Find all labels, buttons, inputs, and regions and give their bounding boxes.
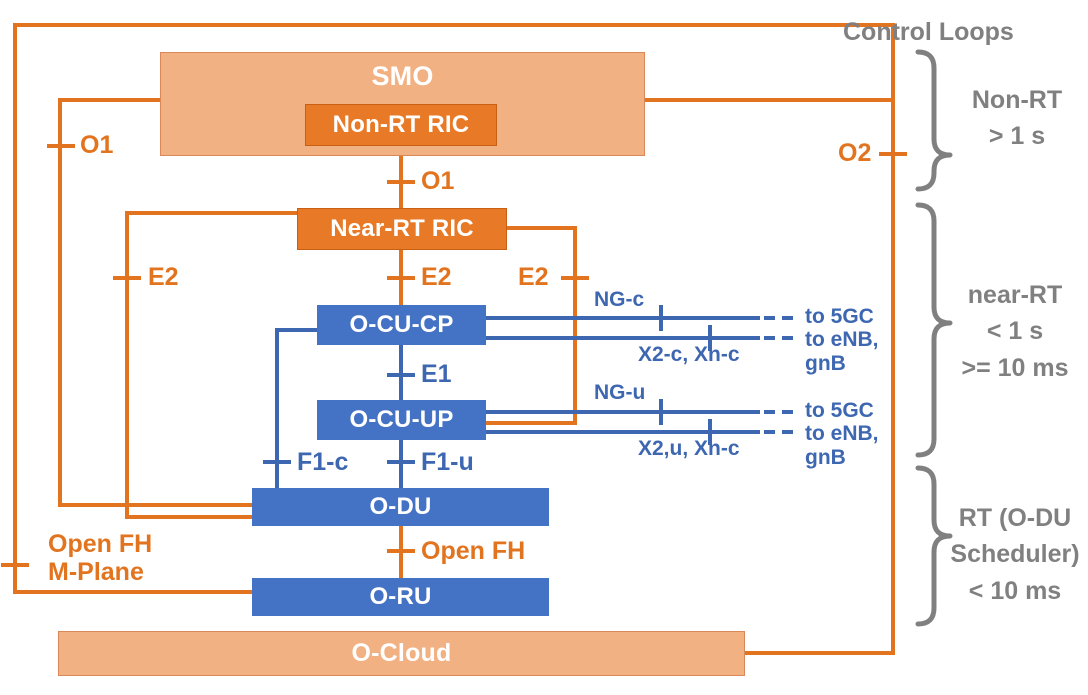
control-loop-rt-label: RT (O-DU Scheduler) < 10 ms (950, 504, 1080, 605)
node-o-cu-up[interactable]: O-CU-UP (317, 400, 486, 440)
interface-label-e2-right: E2 (518, 263, 549, 291)
node-o-cu-cp-label: O-CU-CP (349, 311, 454, 338)
interface-label-o2: O2 (838, 139, 872, 167)
node-o-cu-up-label: O-CU-UP (349, 406, 454, 433)
node-o-cu-cp[interactable]: O-CU-CP (317, 305, 486, 345)
interface-label-f1-c: F1-c (297, 448, 349, 476)
external-label-to-enb-gnb-up: to eNB, gnB (805, 422, 879, 469)
node-near-rt-ric[interactable]: Near-RT RIC (297, 208, 507, 250)
interface-label-open-fh: Open FH (421, 537, 526, 565)
node-near-rt-ric-label: Near-RT RIC (330, 215, 474, 242)
interface-label-e2-left: E2 (148, 263, 179, 291)
interface-label-o1-center: O1 (421, 167, 455, 195)
control-loops-heading: Control Loops (843, 18, 1014, 46)
interface-label-open-fh-m-plane: Open FH M-Plane (48, 530, 153, 586)
external-label-ng-u: NG-u (594, 381, 646, 404)
blue-connectors (263, 305, 760, 488)
node-smo-label: SMO (371, 61, 434, 91)
node-o-ru[interactable]: O-RU (252, 578, 549, 616)
node-o-du-label: O-DU (369, 493, 432, 520)
external-label-to-enb-gnb-cp: to eNB, gnB (805, 328, 879, 375)
external-label-ng-c: NG-c (594, 288, 645, 311)
node-o-cloud-label: O-Cloud (351, 639, 452, 667)
node-o-du[interactable]: O-DU (252, 488, 549, 526)
node-non-rt-ric[interactable]: Non-RT RIC (305, 104, 497, 146)
control-loop-braces (915, 49, 953, 627)
interface-label-e2-center: E2 (421, 263, 452, 291)
orange-connectors (1, 23, 907, 655)
external-label-x2c-xnc: X2-c, Xn-c (638, 343, 740, 366)
interface-label-o1-left: O1 (80, 131, 114, 159)
control-loop-near-rt-label: near-RT < 1 s >= 10 ms (961, 281, 1069, 382)
external-label-x2u-xnc: X2,u, Xn-c (638, 437, 740, 460)
interface-label-f1-u: F1-u (421, 448, 474, 476)
external-label-to-5gc-cp: to 5GC (805, 305, 874, 328)
node-non-rt-ric-label: Non-RT RIC (332, 111, 470, 138)
interface-label-e1: E1 (421, 360, 452, 388)
control-loop-non-rt-label: Non-RT > 1 s (971, 86, 1063, 151)
node-o-ru-label: O-RU (369, 583, 432, 610)
blue-dashed-connectors (764, 316, 800, 434)
node-o-cloud[interactable]: O-Cloud (58, 631, 745, 676)
external-label-to-5gc-up: to 5GC (805, 399, 874, 422)
